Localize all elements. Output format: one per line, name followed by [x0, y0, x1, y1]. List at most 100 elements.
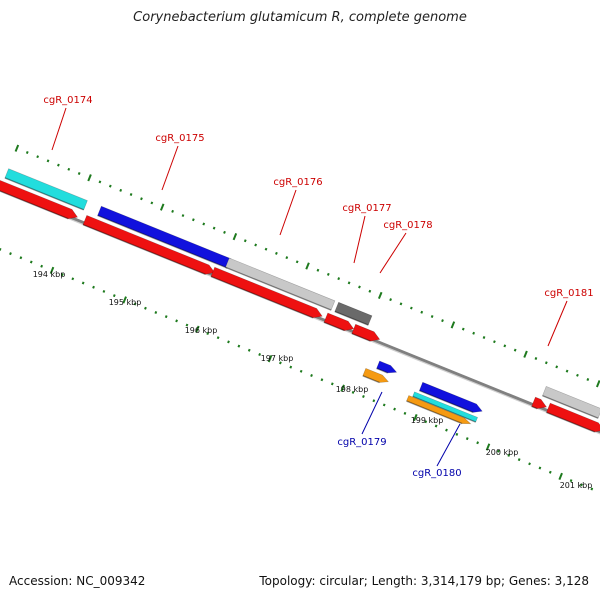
topology-text: Topology: circular; Length: 3,314,179 bp…	[259, 574, 589, 588]
inner-tick-minor-tick	[216, 336, 220, 340]
gene-label-cgR_0175[interactable]: cgR_0175	[155, 133, 204, 144]
cgR_0181-red-arrow-shade	[546, 411, 595, 433]
outer-tick-minor-tick	[191, 218, 195, 222]
outer-tick-minor-tick	[181, 214, 185, 218]
outer-tick-minor-tick	[555, 365, 559, 369]
gene-label-cgR_0180[interactable]: cgR_0180	[412, 468, 461, 479]
inner-tick-minor-tick	[403, 411, 407, 415]
inner-tick-minor-tick	[569, 479, 573, 483]
inner-tick-minor-tick	[279, 361, 282, 365]
label-leaders	[51, 107, 568, 467]
outer-tick-minor-tick	[171, 209, 174, 213]
leader-cgR_0181	[547, 300, 568, 347]
outer-tick-minor-tick	[264, 247, 268, 251]
inner-tick-minor-tick	[372, 399, 376, 403]
gene-label-cgR_0174[interactable]: cgR_0174	[43, 95, 92, 106]
cgR_0174-cyan-box-shade	[4, 177, 84, 211]
inner-tick-major-tick	[49, 266, 55, 275]
cgR_0175-red-arrow[interactable]	[82, 215, 216, 275]
inner-tick-minor-tick	[112, 294, 116, 298]
inner-tick-minor-tick	[465, 437, 469, 441]
cgR_0180-orange-arrow[interactable]	[406, 395, 472, 425]
outer-tick-major-tick	[595, 380, 600, 388]
inner-tick-minor-tick	[29, 260, 33, 264]
outer-tick-minor-tick	[420, 310, 424, 314]
cgR_0177-red-arrow[interactable]	[323, 312, 355, 331]
outer-tick-minor-tick	[275, 251, 278, 255]
cgR_0176-gray-box-shade	[225, 266, 332, 311]
leader-cgR_0174	[51, 107, 67, 151]
outer-tick-minor-tick	[150, 201, 154, 205]
gene-label-cgR_0178[interactable]: cgR_0178	[383, 220, 432, 231]
outer-tick-major-tick	[159, 203, 165, 211]
outer-tick-minor-tick	[36, 155, 40, 159]
outer-tick-minor-tick	[108, 184, 112, 188]
outer-tick-minor-tick	[503, 344, 507, 348]
outer-tick-minor-tick	[586, 378, 590, 382]
inner-tick-minor-tick	[71, 277, 75, 281]
cgR_0180-cyan-box[interactable]	[412, 391, 478, 423]
cgR_0181-gray-box[interactable]	[542, 386, 600, 419]
outer-tick-minor-tick	[140, 197, 143, 201]
cgR_0174-red-arrow[interactable]	[0, 174, 79, 220]
outer-tick-minor-tick	[57, 163, 60, 167]
cgR_0180-blue-arrow[interactable]	[419, 381, 483, 413]
outer-tick-major-tick	[305, 262, 310, 270]
inner-tick-minor-tick	[299, 369, 303, 373]
cgR_0178-red-arrow[interactable]	[351, 323, 381, 342]
inner-tick-minor-tick	[455, 432, 459, 436]
outer-tick-minor-tick	[544, 361, 548, 365]
scale-label: 194 kbp	[33, 270, 66, 279]
inner-tick-minor-tick	[507, 453, 511, 457]
inner-tick-minor-tick	[362, 395, 365, 399]
inner-tick-minor-tick	[330, 382, 334, 386]
gene-label-cgR_0181[interactable]: cgR_0181	[544, 288, 593, 299]
inner-tick-minor-tick	[424, 420, 428, 424]
outer-tick-major-tick	[232, 232, 238, 241]
cgR_0177-darkgray-box[interactable]	[334, 301, 373, 326]
inner-tick-major-tick	[267, 355, 273, 363]
outer-tick-minor-tick	[461, 327, 465, 331]
outer-tick-minor-tick	[513, 348, 517, 352]
cgR_0179-blue-arrow[interactable]	[376, 360, 398, 374]
inner-tick-minor-tick	[434, 424, 438, 428]
scale-label: 200 kbp	[486, 448, 519, 457]
inner-tick-minor-tick	[258, 353, 262, 356]
cgR_0174-red-arrow-shade	[0, 190, 69, 220]
outer-tick-minor-tick	[565, 369, 569, 373]
leader-cgR_0175	[161, 145, 179, 191]
scale-label: 201 kbp	[560, 481, 593, 490]
inner-tick-minor-tick	[0, 248, 2, 251]
inner-tick-minor-tick	[590, 487, 594, 491]
inner-tick-minor-tick	[393, 407, 396, 411]
cgR_0179-orange-arrow[interactable]	[362, 368, 390, 383]
inner-tick-minor-tick	[237, 344, 241, 348]
cgR_0174-cyan-box[interactable]	[4, 168, 88, 211]
outer-tick-minor-tick	[482, 335, 486, 339]
gene-label-cgR_0177[interactable]: cgR_0177	[342, 203, 391, 214]
inner-tick-minor-tick	[206, 331, 210, 335]
outer-tick-minor-tick	[576, 373, 579, 377]
gene-label-cgR_0176[interactable]: cgR_0176	[273, 177, 322, 188]
cgR_0181-red-arrow[interactable]	[546, 402, 600, 433]
inner-tick-minor-tick	[289, 365, 293, 369]
outer-tick-major-tick	[523, 350, 528, 358]
inner-tick-major-tick	[485, 443, 491, 451]
cgR_0180-blue-arrow-shade	[419, 389, 474, 414]
cgR_0176-gray-box[interactable]	[225, 257, 336, 311]
inner-tick-major-tick	[558, 472, 563, 481]
cgR_0176-red-arrow[interactable]	[210, 266, 323, 319]
cgR_0181-red-small[interactable]	[531, 396, 548, 409]
outer-tick-major-tick	[450, 321, 456, 329]
outer-tick-minor-tick	[202, 222, 206, 226]
inner-tick-major-tick	[340, 384, 345, 392]
inner-tick-minor-tick	[538, 466, 542, 470]
outer-tick-minor-tick	[25, 151, 29, 154]
gene-label-cgR_0179[interactable]: cgR_0179	[337, 437, 386, 448]
inner-tick-minor-tick	[548, 470, 552, 474]
inner-tick-minor-tick	[517, 458, 521, 462]
outer-tick-minor-tick	[67, 167, 71, 171]
outer-tick-minor-tick	[129, 193, 133, 197]
cgR_0179-orange-arrow-shade	[362, 375, 380, 384]
